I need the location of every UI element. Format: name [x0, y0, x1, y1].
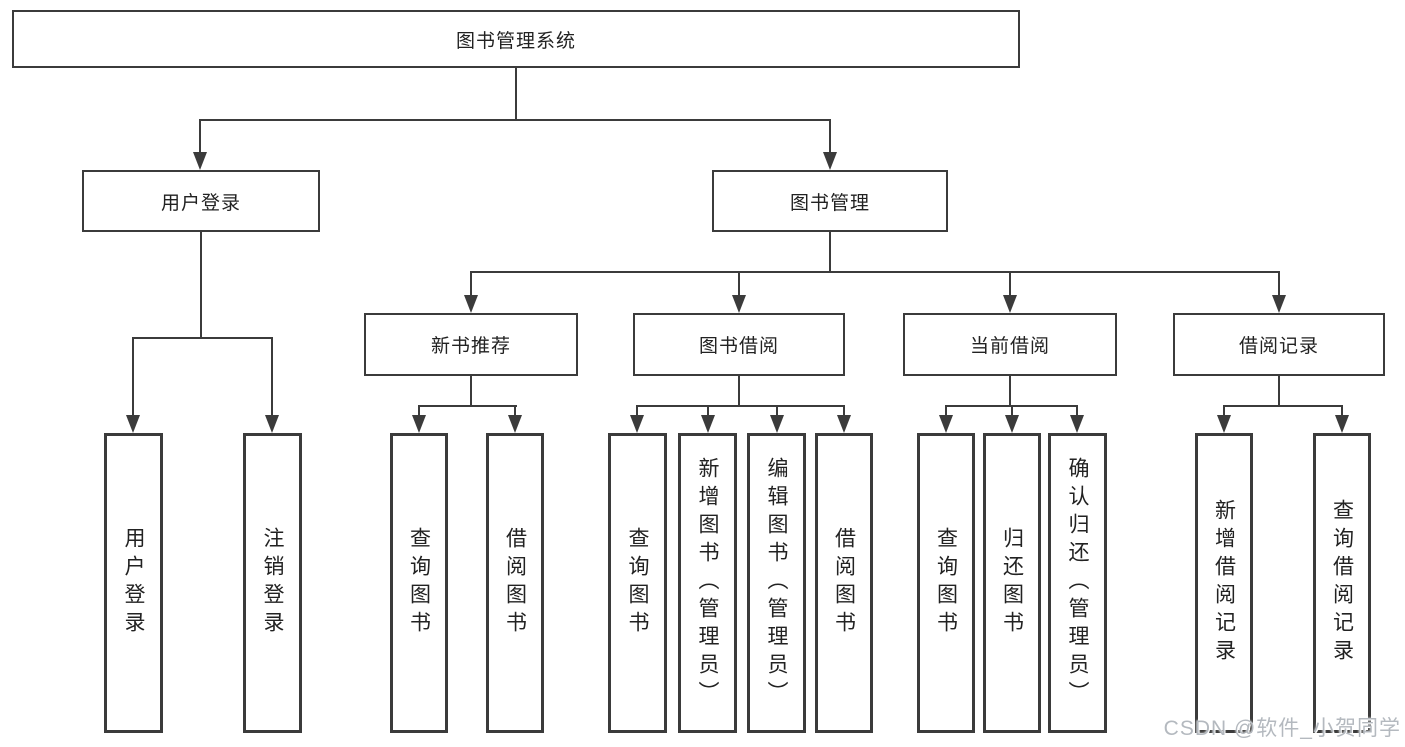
connector-vline — [1278, 376, 1280, 407]
current-query-books-label: 查询图书 — [934, 527, 958, 639]
connector-vline — [636, 405, 638, 417]
book-borrow-label: 图书借阅 — [698, 336, 779, 357]
connector-vline — [514, 405, 516, 417]
arrowhead-down-icon — [412, 415, 426, 433]
current-query-books-leaf-node: 查询图书 — [917, 433, 975, 733]
borrow-borrow-books-leaf-node: 借阅图书 — [815, 433, 873, 733]
connector-vline — [776, 405, 778, 417]
connector-vline — [470, 271, 472, 298]
root-node-label: 图书管理系统 — [455, 30, 576, 52]
connector-vline — [738, 271, 740, 298]
connector-vline — [829, 119, 831, 155]
new-book-recommend-label: 新书推荐 — [430, 336, 511, 357]
current-confirm-return-label: 确认归还（管理员） — [1066, 457, 1089, 709]
connector-hline — [199, 119, 831, 121]
arrowhead-down-icon — [1070, 415, 1084, 433]
recommend-query-books-label: 查询图书 — [407, 527, 431, 639]
recommend-borrow-books-label: 借阅图书 — [503, 527, 527, 639]
connector-vline — [200, 232, 202, 339]
connector-hline — [1223, 405, 1343, 407]
record-add-record-label: 新增借阅记录 — [1212, 499, 1236, 667]
logout-leaf-label: 注销登录 — [261, 527, 284, 639]
borrow-record-group-node: 借阅记录 — [1173, 313, 1385, 376]
borrow-record-label: 借阅记录 — [1238, 336, 1319, 357]
connector-vline — [470, 376, 472, 407]
arrowhead-down-icon — [939, 415, 953, 433]
arrowhead-down-icon — [823, 152, 837, 170]
connector-vline — [1009, 271, 1011, 298]
record-add-record-leaf-node: 新增借阅记录 — [1195, 433, 1253, 733]
arrowhead-down-icon — [1217, 415, 1231, 433]
arrowhead-down-icon — [1003, 295, 1017, 313]
connector-vline — [1341, 405, 1343, 417]
recommend-query-books-leaf-node: 查询图书 — [390, 433, 448, 733]
logout-leaf-node: 注销登录 — [243, 433, 302, 733]
connector-vline — [271, 337, 273, 417]
current-confirm-return-leaf-node: 确认归还（管理员） — [1048, 433, 1107, 733]
book-management-branch-label: 图书管理 — [789, 192, 870, 214]
new-book-recommend-group-node: 新书推荐 — [364, 313, 578, 376]
arrowhead-down-icon — [1335, 415, 1349, 433]
connector-vline — [1011, 405, 1013, 417]
connector-vline — [945, 405, 947, 417]
connector-vline — [843, 405, 845, 417]
connector-vline — [418, 405, 420, 417]
book-management-branch-node: 图书管理 — [712, 170, 948, 232]
connector-vline — [829, 232, 831, 273]
connector-vline — [1223, 405, 1225, 417]
connector-hline — [470, 271, 1280, 273]
borrow-edit-books-label: 编辑图书（管理员） — [765, 457, 788, 709]
record-query-record-label: 查询借阅记录 — [1330, 499, 1354, 667]
arrowhead-down-icon — [732, 295, 746, 313]
connector-hline — [132, 337, 273, 339]
arrowhead-down-icon — [701, 415, 715, 433]
borrow-borrow-books-label: 借阅图书 — [832, 527, 856, 639]
arrowhead-down-icon — [265, 415, 279, 433]
recommend-borrow-books-leaf-node: 借阅图书 — [486, 433, 544, 733]
connector-vline — [132, 337, 134, 417]
connector-vline — [199, 119, 201, 155]
user-login-branch-node: 用户登录 — [82, 170, 320, 232]
arrowhead-down-icon — [1272, 295, 1286, 313]
user-login-leaf-label: 用户登录 — [122, 527, 145, 639]
arrowhead-down-icon — [630, 415, 644, 433]
current-borrow-label: 当前借阅 — [969, 336, 1050, 357]
connector-hline — [636, 405, 845, 407]
borrow-query-books-leaf-node: 查询图书 — [608, 433, 667, 733]
arrowhead-down-icon — [1005, 415, 1019, 433]
current-return-books-label: 归还图书 — [1000, 527, 1024, 639]
record-query-record-leaf-node: 查询借阅记录 — [1313, 433, 1371, 733]
arrowhead-down-icon — [508, 415, 522, 433]
arrowhead-down-icon — [193, 152, 207, 170]
connector-vline — [1076, 405, 1078, 417]
root-node: 图书管理系统 — [12, 10, 1020, 68]
connector-vline — [707, 405, 709, 417]
current-return-books-leaf-node: 归还图书 — [983, 433, 1041, 733]
arrowhead-down-icon — [770, 415, 784, 433]
connector-vline — [738, 376, 740, 407]
connector-vline — [515, 67, 517, 121]
arrowhead-down-icon — [837, 415, 851, 433]
arrowhead-down-icon — [464, 295, 478, 313]
connector-vline — [1009, 376, 1011, 407]
connector-hline — [418, 405, 517, 407]
connector-vline — [1278, 271, 1280, 298]
borrow-query-books-label: 查询图书 — [626, 527, 649, 639]
book-borrow-group-node: 图书借阅 — [633, 313, 845, 376]
user-login-branch-label: 用户登录 — [160, 192, 241, 214]
arrowhead-down-icon — [126, 415, 140, 433]
current-borrow-group-node: 当前借阅 — [903, 313, 1117, 376]
borrow-edit-books-leaf-node: 编辑图书（管理员） — [747, 433, 806, 733]
csdn-watermark: CSDN @软件_小贺同学 — [1163, 717, 1401, 740]
user-login-leaf-node: 用户登录 — [104, 433, 163, 733]
borrow-add-books-label: 新增图书（管理员） — [696, 457, 719, 709]
borrow-add-books-leaf-node: 新增图书（管理员） — [678, 433, 737, 733]
